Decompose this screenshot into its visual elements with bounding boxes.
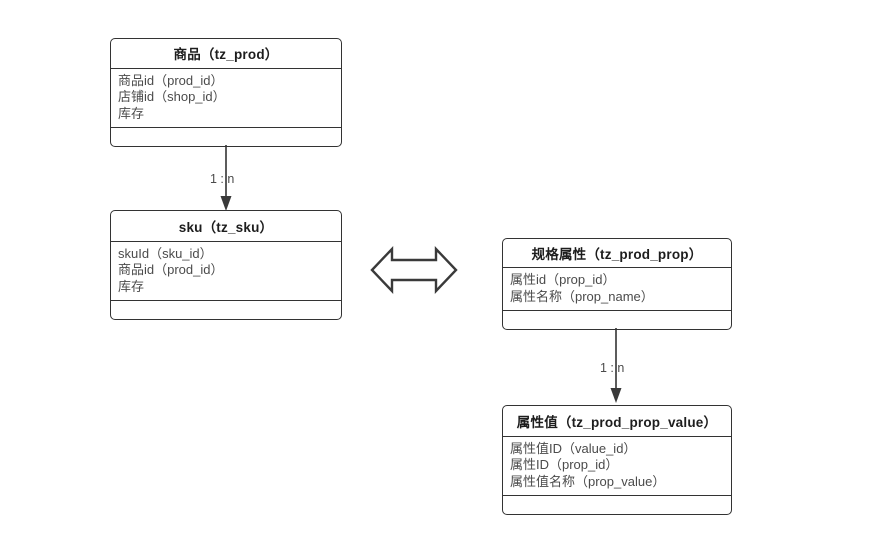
- attribute-row: 库存: [118, 278, 145, 294]
- entity-attributes-tz-prod-prop: 属性id（prop_id） 属性名称（prop_name）: [503, 268, 731, 311]
- relation-label-prop-to-prop-value: 1 : n: [600, 361, 625, 375]
- entity-title-tz-prod: 商品（tz_prod）: [111, 39, 341, 69]
- attribute-row: 库存: [118, 105, 145, 121]
- arrowhead-filled-triangle-icon: [610, 388, 622, 403]
- entity-attributes-tz-sku: skuId（sku_id） 商品id（prod_id） 库存: [111, 242, 341, 301]
- arrowhead-filled-triangle-icon: [220, 196, 232, 211]
- attribute-row: 属性ID（prop_id）: [510, 457, 619, 472]
- attribute-row: 属性名称（prop_name）: [510, 288, 654, 304]
- entity-tz-prod-prop[interactable]: 规格属性（tz_prod_prop） 属性id（prop_id） 属性名称（pr…: [502, 238, 732, 330]
- attribute-row: skuId（sku_id）: [118, 245, 213, 261]
- double-arrow-icon[interactable]: [368, 236, 460, 304]
- attribute-row: 店铺id（shop_id）: [118, 89, 226, 104]
- entity-title-tz-prod-prop-value: 属性值（tz_prod_prop_value）: [503, 406, 731, 437]
- entity-title-tz-sku: sku（tz_sku）: [111, 211, 341, 242]
- entity-attributes-tz-prod-prop-value: 属性值ID（value_id） 属性ID（prop_id） 属性值名称（prop…: [503, 437, 731, 496]
- attribute-row: 商品id（prod_id）: [118, 72, 224, 88]
- attribute-row: 属性值ID（value_id）: [510, 440, 637, 456]
- entity-attributes-tz-prod: 商品id（prod_id） 店铺id（shop_id） 库存: [111, 69, 341, 128]
- entity-tz-prod[interactable]: 商品（tz_prod） 商品id（prod_id） 店铺id（shop_id） …: [110, 38, 342, 147]
- entity-operations-tz-prod-prop-value: [503, 496, 731, 514]
- relation-label-prod-to-sku: 1 : n: [210, 172, 235, 186]
- entity-title-tz-prod-prop: 规格属性（tz_prod_prop）: [503, 239, 731, 268]
- entity-operations-tz-sku: [111, 301, 341, 319]
- entity-tz-prod-prop-value[interactable]: 属性值（tz_prod_prop_value） 属性值ID（value_id） …: [502, 405, 732, 515]
- entity-tz-sku[interactable]: sku（tz_sku） skuId（sku_id） 商品id（prod_id） …: [110, 210, 342, 320]
- double-arrow-shape: [370, 246, 458, 294]
- attribute-row: 商品id（prod_id）: [118, 262, 224, 277]
- attribute-row: 属性id（prop_id）: [510, 272, 616, 287]
- relation-prod-to-sku[interactable]: [200, 140, 260, 215]
- attribute-row: 属性值名称（prop_value）: [510, 473, 666, 489]
- relation-prop-to-prop-value[interactable]: [590, 323, 650, 407]
